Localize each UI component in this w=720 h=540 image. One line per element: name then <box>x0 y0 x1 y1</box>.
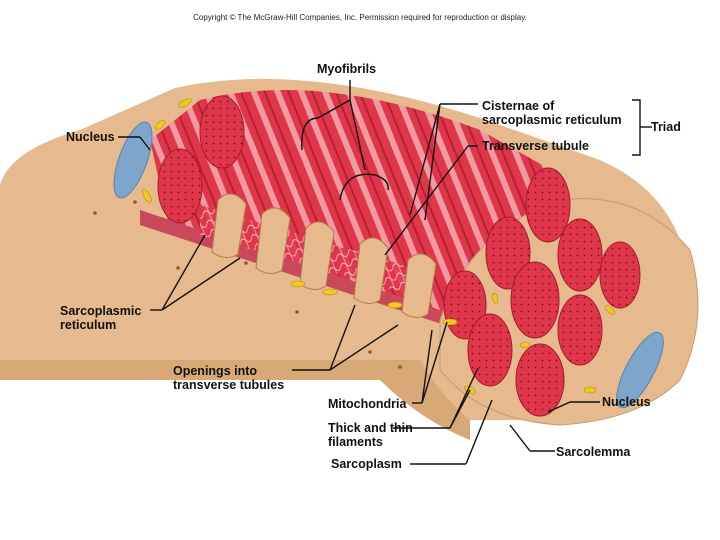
label-nucleus-right: Nucleus <box>602 395 651 409</box>
label-triad: Triad <box>651 120 681 134</box>
transverse-tubules <box>211 193 437 318</box>
label-openings-transverse-tubules: Openings into transverse tubules <box>173 364 285 392</box>
leader-lines <box>118 80 652 465</box>
fiber-cross-section <box>439 167 699 426</box>
myofibril-ends-left <box>157 95 245 224</box>
label-transverse-tubule: Transverse tubule <box>482 139 589 153</box>
label-nucleus-left: Nucleus <box>66 130 115 144</box>
label-sarcolemma: Sarcolemma <box>556 445 631 459</box>
label-thick-thin-filaments: Thick and thin filaments <box>328 421 413 449</box>
label-myofibrils: Myofibrils <box>317 62 377 76</box>
label-sarcoplasmic-reticulum: Sarcoplasmic reticulum <box>60 304 142 332</box>
label-cisternae: Cisternae of sarcoplasmic reticulum <box>482 99 622 127</box>
label-mitochondria: Mitochondria <box>328 397 407 411</box>
label-sarcoplasm: Sarcoplasm <box>331 457 402 471</box>
copyright-notice: Copyright © The McGraw-Hill Companies, I… <box>193 13 527 22</box>
